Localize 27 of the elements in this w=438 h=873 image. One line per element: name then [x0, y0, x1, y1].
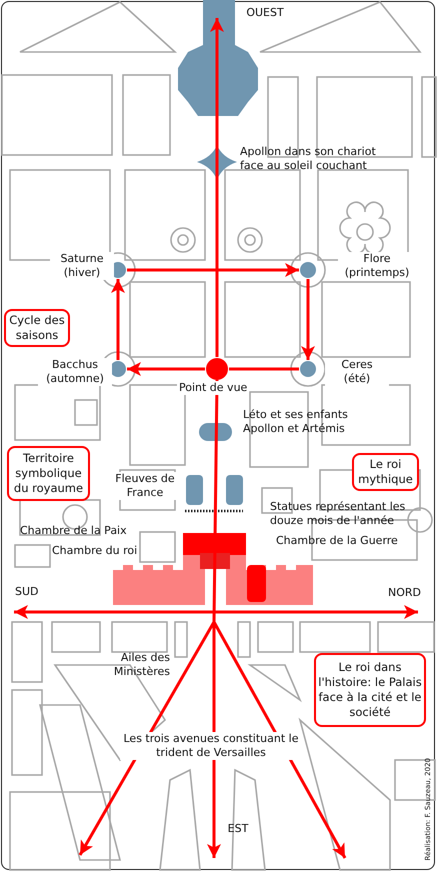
- compass-label: NORD: [388, 586, 422, 600]
- note-box: Territoire symbolique du royaume: [7, 446, 90, 501]
- compass-label: OUEST: [245, 6, 285, 20]
- map-annotation: Chambre de la Paix: [20, 524, 128, 538]
- note-box: Le roi mythique: [352, 453, 419, 491]
- arrow: [301, 279, 315, 360]
- map-annotation: Léto et ses enfants Apollon et Artémis: [243, 408, 349, 436]
- fountain-circle: [300, 262, 316, 278]
- map-annotation: Chambre de la Guerre: [276, 534, 399, 548]
- arrow: [127, 263, 299, 277]
- map-annotation: Ailes des Ministères: [112, 651, 170, 679]
- fountain-label: Saturne (hiver): [50, 252, 114, 280]
- compass-label: SUD: [15, 585, 40, 599]
- viewpoint-dot: [206, 358, 228, 380]
- compass-label: EST: [226, 822, 250, 836]
- arrow: [127, 362, 205, 376]
- note-box: Le roi dans l'histoire: le Palais face à la cité et le société: [314, 653, 426, 727]
- arrow: [210, 18, 224, 357]
- fountain-label: Bacchus (automne): [38, 358, 112, 386]
- map-annotation: Chambre du roi: [52, 544, 138, 558]
- arrow: [111, 279, 125, 360]
- fountain-label: Point de vue: [177, 381, 250, 395]
- map-annotation: Apollon dans son chariot face au soleil couchant: [240, 145, 377, 173]
- fountain-label: Ceres (été): [325, 358, 389, 386]
- map-annotation: Statues représentant les douze mois de l'année: [270, 500, 406, 528]
- fountain-circle: [300, 361, 316, 377]
- note-box: Cycle des saisons: [4, 309, 70, 347]
